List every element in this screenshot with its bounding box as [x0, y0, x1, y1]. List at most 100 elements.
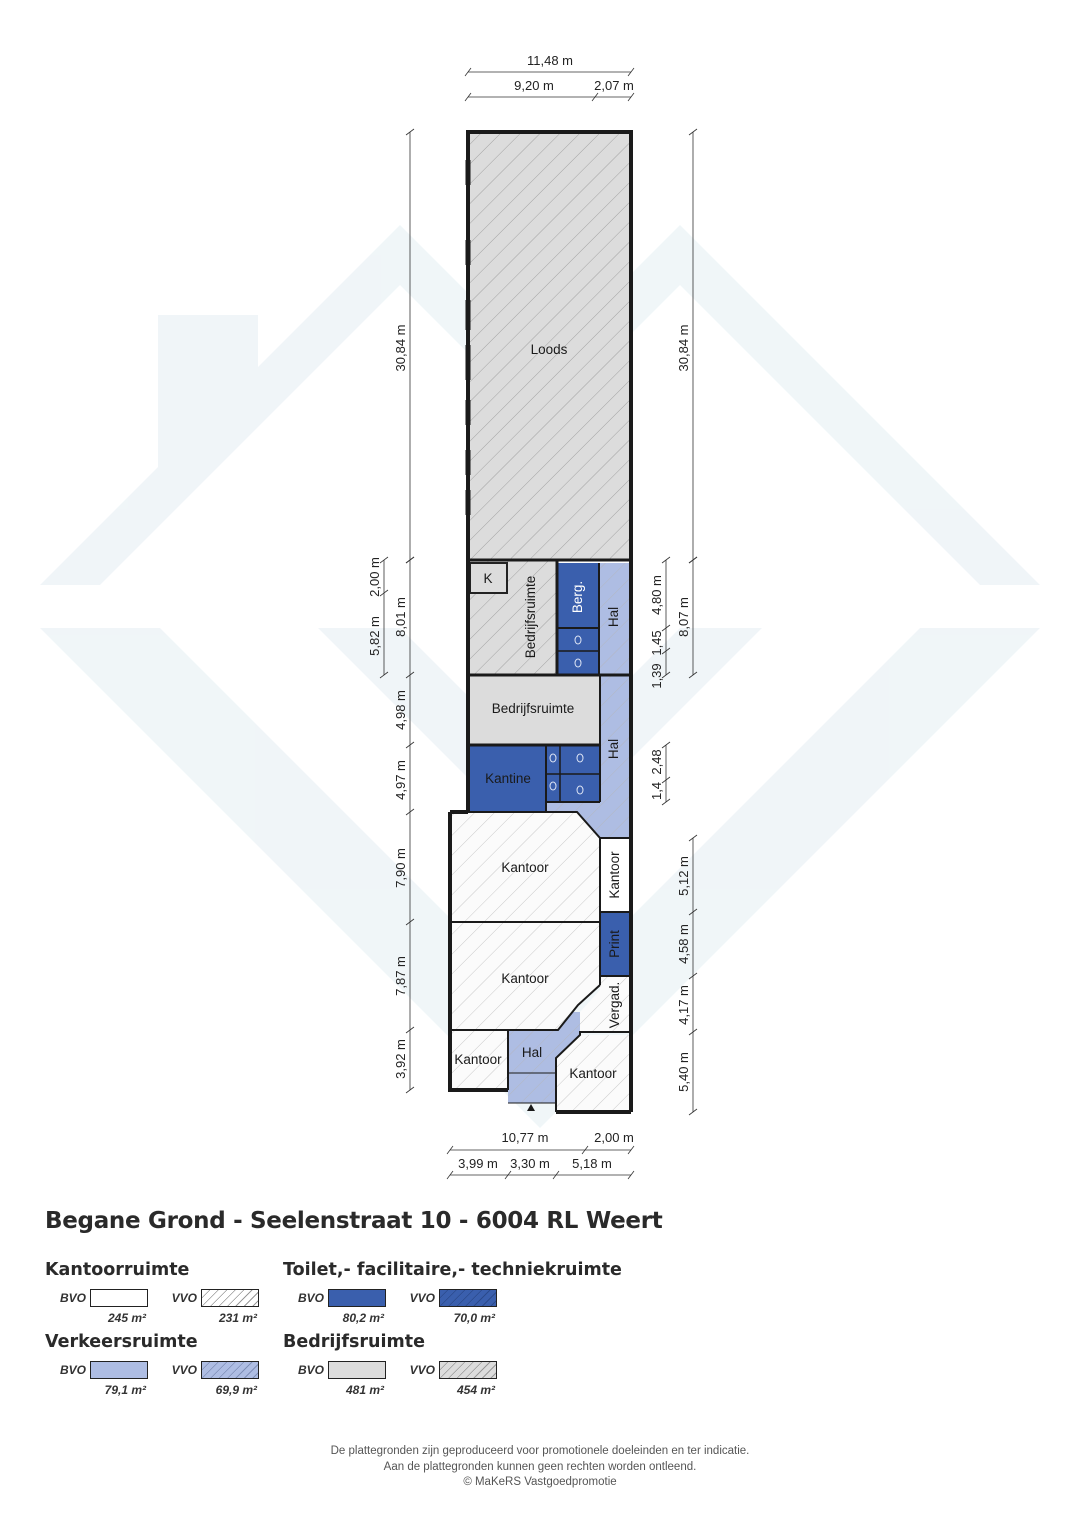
legend-area: 231 m² — [218, 1311, 257, 1325]
label-bedrijfsruimte-2: Bedrijfsruimte — [492, 701, 575, 716]
legend-area: 245 m² — [107, 1311, 146, 1325]
dim-right-248: 2,48 — [649, 749, 664, 774]
dim-top-right: 2,07 m — [594, 78, 634, 93]
dim-right-14: 1,4 — [649, 782, 664, 800]
legend-code: VVO — [171, 1291, 197, 1305]
legend-bedrijf-vvo: VVO 454 m² — [395, 1361, 515, 1405]
legend-swatch — [439, 1289, 497, 1307]
legend-heading-toilet: Toilet,- facilitaire,- techniekruimte — [283, 1260, 622, 1280]
legend-area: 454 m² — [456, 1383, 495, 1397]
room-kantoor-4 — [450, 1030, 508, 1088]
dim-left-790: 7,90 m — [393, 848, 408, 888]
room-berg — [557, 563, 599, 628]
legend-toilet-bvo: BVO 80,2 m² — [284, 1289, 404, 1333]
label-hal-2: Hal — [606, 739, 621, 759]
label-k: K — [483, 571, 492, 586]
legend-swatch — [201, 1289, 259, 1307]
label-berg: Berg. — [570, 581, 585, 613]
dim-left-497: 4,97 m — [393, 760, 408, 800]
dim-left-801: 8,01 m — [393, 597, 408, 637]
room-kantoor-side — [600, 838, 630, 912]
label-vergad: Vergad. — [607, 982, 622, 1029]
room-kantoor-5 — [556, 1035, 630, 1110]
footer-line-1: De plattegronden zijn geproduceerd voor … — [330, 1445, 750, 1457]
legend-swatch — [90, 1289, 148, 1307]
dim-right-139: 1,39 — [649, 663, 664, 688]
room-kantoor-1 — [450, 812, 600, 922]
room-print — [600, 912, 630, 976]
legend-bedrijf-bvo: BVO 481 m² — [284, 1361, 404, 1405]
legend-code: BVO — [297, 1291, 324, 1305]
dim-bottom-1077: 10,77 m — [502, 1130, 549, 1145]
footer-copyright: © MaKeRS Vastgoedpromotie — [463, 1476, 617, 1488]
label-kantoor-2: Kantoor — [501, 971, 549, 986]
legend-swatch — [328, 1289, 386, 1307]
legend-swatch — [328, 1361, 386, 1379]
dim-left-loods: 30,84 m — [393, 325, 408, 372]
legend-area: 69,9 m² — [215, 1383, 257, 1397]
dim-bottom-200: 2,00 m — [594, 1130, 634, 1145]
footer-line-2: Aan de plattegronden kunnen geen rechten… — [383, 1461, 697, 1473]
label-kantine: Kantine — [485, 771, 531, 786]
toilet-symbols — [549, 635, 584, 795]
dim-top-total: 11,48 m — [527, 53, 573, 68]
legend-heading-bedrijfsruimte: Bedrijfsruimte — [283, 1332, 425, 1352]
label-kantoor-side: Kantoor — [607, 851, 622, 899]
dim-right-417: 4,17 m — [676, 985, 691, 1025]
room-bedrijfsruimte-lower — [468, 675, 600, 745]
label-kantoor-5: Kantoor — [569, 1066, 617, 1081]
dim-right-540: 5,40 m — [676, 1052, 691, 1092]
dim-bottom-518: 5,18 m — [572, 1156, 612, 1171]
dim-right-480: 4,80 m — [649, 575, 664, 615]
room-hal-entrance — [508, 1012, 580, 1103]
legend-code: VVO — [171, 1363, 197, 1377]
legend-heading-verkeersruimte: Verkeersruimte — [45, 1332, 198, 1352]
legend-kantoor-bvo: BVO 245 m² — [46, 1289, 166, 1333]
entrance-arrow-icon — [527, 1104, 535, 1111]
dim-left-392: 3,92 m — [393, 1039, 408, 1079]
legend-swatch — [439, 1361, 497, 1379]
dim-right-458: 4,58 m — [676, 924, 691, 964]
legend-area: 481 m² — [345, 1383, 384, 1397]
page-title: Begane Grond - Seelenstraat 10 - 6004 RL… — [45, 1208, 663, 1234]
label-loods: Loods — [531, 342, 568, 357]
legend-code: BVO — [59, 1291, 86, 1305]
dimension-lines — [379, 67, 698, 1180]
dim-left-787: 7,87 m — [393, 956, 408, 996]
legend-area: 79,1 m² — [104, 1383, 146, 1397]
dim-right-807: 8,07 m — [676, 597, 691, 637]
legend-verkeer-bvo: BVO 79,1 m² — [46, 1361, 166, 1405]
dim-right-145: 1,45 — [649, 630, 664, 655]
room-vergad — [580, 976, 630, 1032]
label-kantoor-4: Kantoor — [454, 1052, 502, 1067]
legend-area: 80,2 m² — [342, 1311, 384, 1325]
legend-code: VVO — [409, 1363, 435, 1377]
dim-top-left: 9,20 m — [514, 78, 554, 93]
legend-heading-kantoorruimte: Kantoorruimte — [45, 1260, 190, 1280]
label-kantoor-1: Kantoor — [501, 860, 549, 875]
dim-left-498: 4,98 m — [393, 690, 408, 730]
room-loods — [468, 132, 631, 560]
room-kantoor-2 — [450, 922, 600, 1030]
dim-left-582: 5,82 m — [367, 616, 382, 656]
dim-bottom-399: 3,99 m — [458, 1156, 498, 1171]
legend-code: BVO — [297, 1363, 324, 1377]
dim-left-k: 2,00 m — [367, 557, 382, 597]
dim-right-512: 5,12 m — [676, 856, 691, 896]
label-hal-3: Hal — [522, 1045, 542, 1060]
legend-kantoor-vvo: VVO 231 m² — [157, 1289, 277, 1333]
legend-code: BVO — [59, 1363, 86, 1377]
label-bedrijfsruimte-1: Bedrijfsruimte — [523, 576, 538, 659]
legend-code: VVO — [409, 1291, 435, 1305]
label-print: Print — [607, 930, 622, 958]
room-hal-upper — [546, 563, 630, 838]
legend-verkeer-vvo: VVO 69,9 m² — [157, 1361, 277, 1405]
legend-swatch — [201, 1361, 259, 1379]
dim-right-loods: 30,84 m — [676, 325, 691, 372]
room-kantine — [468, 745, 546, 812]
legend-toilet-vvo: VVO 70,0 m² — [395, 1289, 515, 1333]
label-hal-1: Hal — [606, 607, 621, 627]
legend-swatch — [90, 1361, 148, 1379]
legend-area: 70,0 m² — [453, 1311, 495, 1325]
